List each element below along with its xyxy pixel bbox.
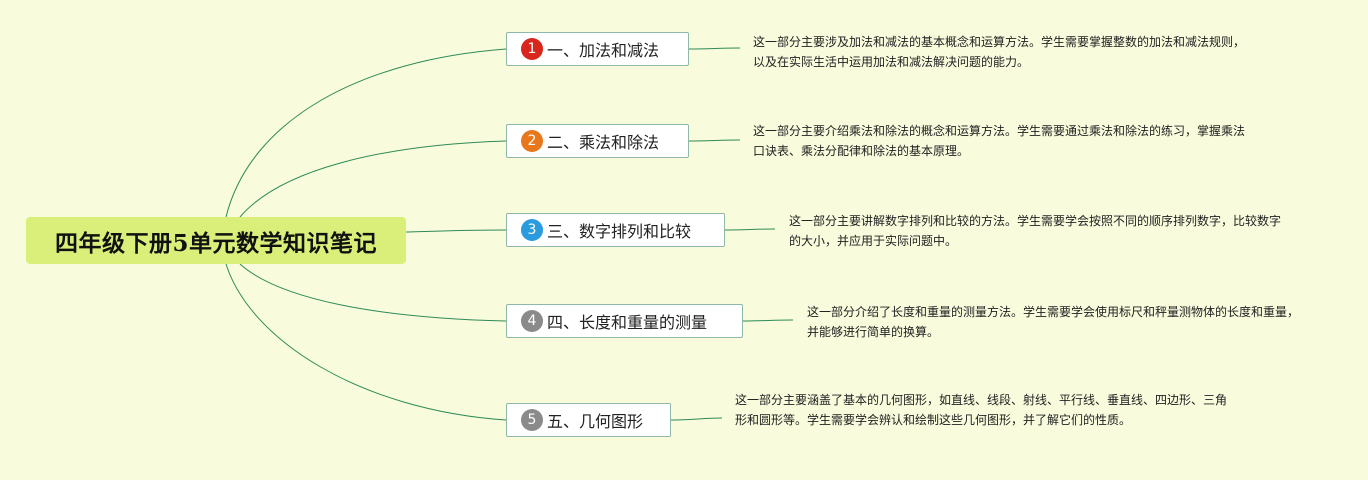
branch-geometric-shapes[interactable]: 5 五、几何图形 (506, 403, 671, 437)
branch-label: 一、加法和减法 (547, 41, 660, 60)
branch-addition-subtraction[interactable]: 1 一、加法和减法 (506, 32, 689, 66)
central-topic[interactable]: 四年级下册5单元数学知识笔记 (26, 217, 406, 264)
connector-root-branch-1 (225, 48, 507, 218)
branch-2-description[interactable]: 这一部分主要介绍乘法和除法的概念和运算方法。学生需要通过乘法和除法的练习，掌握乘… (753, 124, 1246, 158)
branch-label: 五、几何图形 (547, 412, 644, 431)
branch-4-description[interactable]: 这一部分介绍了长度和重量的测量方法。学生需要学会使用标尺和秤量测物体的长度和重量… (807, 305, 1300, 339)
branch-5-description[interactable]: 这一部分主要涵盖了基本的几何图形，如直线、线段、射线、平行线、垂直线、四边形、三… (735, 393, 1228, 427)
branch-3-description[interactable]: 这一部分主要讲解数字排列和比较的方法。学生需要学会按照不同的顺序排列数字，比较数… (789, 214, 1282, 248)
branch-label: 三、数字排列和比较 (547, 222, 692, 241)
connector-root-branch-3 (405, 229, 507, 233)
connector-root-branch-2 (239, 140, 507, 218)
connector-branch-3-desc (724, 228, 776, 231)
connector-branch-1-desc (688, 47, 741, 50)
number-2-badge-icon: 2 (521, 130, 543, 152)
connector-branch-5-desc (670, 417, 723, 421)
branch-number-ordering-comparison[interactable]: 3 三、数字排列和比较 (506, 213, 725, 247)
branch-label: 二、乘法和除法 (547, 133, 660, 152)
connector-branch-2-desc (688, 139, 741, 142)
connector-root-branch-5 (225, 263, 507, 421)
number-5-badge-icon: 5 (521, 409, 543, 431)
branch-length-weight-measurement[interactable]: 4 四、长度和重量的测量 (506, 304, 743, 338)
number-3-badge-icon: 3 (521, 219, 543, 241)
branch-1-description[interactable]: 这一部分主要涉及加法和减法的基本概念和运算方法。学生需要掌握整数的加法和减法规则… (753, 35, 1246, 69)
number-1-badge-icon: 1 (521, 38, 543, 60)
connector-branch-4-desc (742, 319, 794, 322)
connector-root-branch-4 (239, 263, 507, 322)
branch-label: 四、长度和重量的测量 (547, 313, 708, 332)
branch-multiplication-division[interactable]: 2 二、乘法和除法 (506, 124, 689, 158)
number-4-badge-icon: 4 (521, 310, 543, 332)
